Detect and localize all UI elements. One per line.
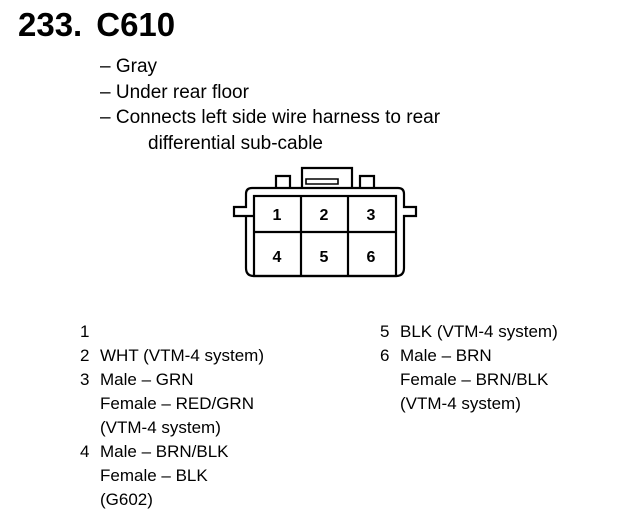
connector-housing-outline [232, 186, 418, 278]
pin-wire: WHT (VTM-4 system) [100, 346, 265, 365]
pin-wire-note: (VTM-4 system) [400, 394, 521, 413]
pin-label-6: 6 [367, 249, 376, 266]
connector-notes: – Gray – Under rear floor – Connects lef… [100, 54, 440, 156]
pin-number: 2 [80, 346, 90, 365]
connector-id: C610 [96, 6, 176, 43]
connector-right-tab [358, 174, 376, 188]
pin-label-1: 1 [273, 207, 282, 224]
pin-wire-male: Male – GRN [100, 370, 194, 389]
note-location: – Under rear floor [100, 81, 249, 103]
pin-number: 6 [380, 346, 390, 365]
pin-label-4: 4 [273, 249, 282, 266]
page-title: 233. C610 [18, 6, 175, 44]
pin-entry-4: 4 Male – BRN/BLK Female – BLK (G602) [80, 440, 264, 512]
connector-diagram: 1 2 3 4 5 6 [232, 166, 418, 278]
note-connection-continued: differential sub-cable [148, 132, 323, 154]
pin-number: 3 [80, 370, 90, 389]
connector-latch-slot [305, 178, 339, 185]
pin-entry-6: 6 Male – BRN Female – BRN/BLK (VTM-4 sys… [380, 344, 558, 416]
pin-list-right: 5 BLK (VTM-4 system) 6 Male – BRN Female… [380, 320, 558, 416]
pin-number: 1 [80, 322, 90, 341]
note-connection: – Connects left side wire harness to rea… [100, 107, 441, 128]
pin-wire-male: Male – BRN [400, 346, 492, 365]
pin-number: 4 [80, 442, 90, 461]
pin-wire-female: Female – BRN/BLK [400, 370, 549, 389]
connector-latch [300, 166, 354, 188]
pin-wire: BLK (VTM-4 system) [400, 322, 558, 341]
pin-entry-2: 2 WHT (VTM-4 system) [80, 344, 264, 368]
pin-wire-female: Female – RED/GRN [100, 394, 254, 413]
pin-number: 5 [380, 322, 390, 341]
item-number: 233. [18, 6, 83, 43]
pin-wire-female: Female – BLK [100, 466, 208, 485]
pin-label-5: 5 [320, 249, 329, 266]
pin-wire-note: (VTM-4 system) [100, 418, 221, 437]
pin-entry-5: 5 BLK (VTM-4 system) [380, 320, 558, 344]
pin-label-2: 2 [320, 207, 329, 224]
pin-list-left: 1 2 WHT (VTM-4 system) 3 Male – GRN Fema… [80, 320, 264, 512]
note-color: – Gray [100, 56, 158, 77]
pin-label-3: 3 [367, 207, 376, 224]
pin-wire-male: Male – BRN/BLK [100, 442, 229, 461]
connector-left-tab [274, 174, 292, 188]
connector-pin-grid [252, 194, 398, 278]
pin-entry-3: 3 Male – GRN Female – RED/GRN (VTM-4 sys… [80, 368, 264, 440]
pin-entry-1: 1 [80, 320, 264, 344]
pin-wire-note: (G602) [100, 490, 153, 509]
